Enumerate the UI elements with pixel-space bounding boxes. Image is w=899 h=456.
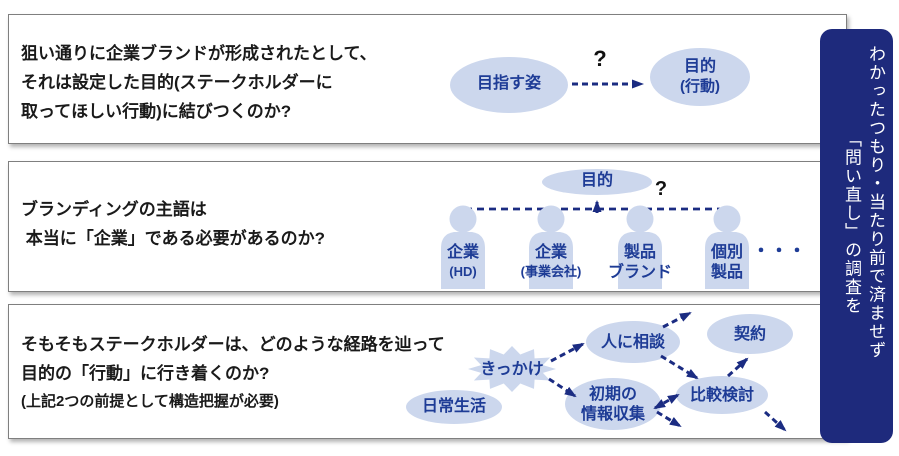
panel-question-3: そもそもステークホルダーは、どのような経路を辿って 目的の「行動」に行き着くのか… [8, 304, 847, 439]
question-line: 目的の「行動」に行き着くのか? [21, 364, 270, 383]
question-line: 狙い通りに企業ブランドが形成されたとして、 [21, 44, 377, 63]
panel-question-1: 狙い通りに企業ブランドが形成されたとして、 それは設定した目的(ステークホルダー… [8, 14, 847, 144]
question-line: ブランディングの主語は [21, 200, 207, 219]
conclusion-banner: わかったつもり・当たり前で済ませず 「問い直し」の調査を [820, 29, 893, 443]
question-line: そもそもステークホルダーは、どのような経路を辿って [21, 335, 445, 354]
question-line: 本当に「企業」である必要があるのか? [21, 229, 325, 248]
question-line: (上記2つの前提として構造把握が必要) [21, 393, 279, 410]
question-1-text: 狙い通りに企業ブランドが形成されたとして、 それは設定した目的(ステークホルダー… [21, 39, 377, 126]
banner-text-line: わかったつもり・当たり前で済ませず [866, 45, 885, 360]
question-2-text: ブランディングの主語は 本当に「企業」である必要があるのか? [21, 195, 325, 253]
banner-text-line: 「問い直し」の調査を [842, 130, 861, 315]
question-line: それは設定した目的(ステークホルダーに [21, 73, 333, 92]
question-3-text: そもそもステークホルダーは、どのような経路を辿って 目的の「行動」に行き着くのか… [21, 330, 445, 416]
panel-question-2: ブランディングの主語は 本当に「企業」である必要があるのか? [8, 161, 847, 292]
question-line: 取ってほしい行動)に結びつくのか? [21, 102, 292, 121]
